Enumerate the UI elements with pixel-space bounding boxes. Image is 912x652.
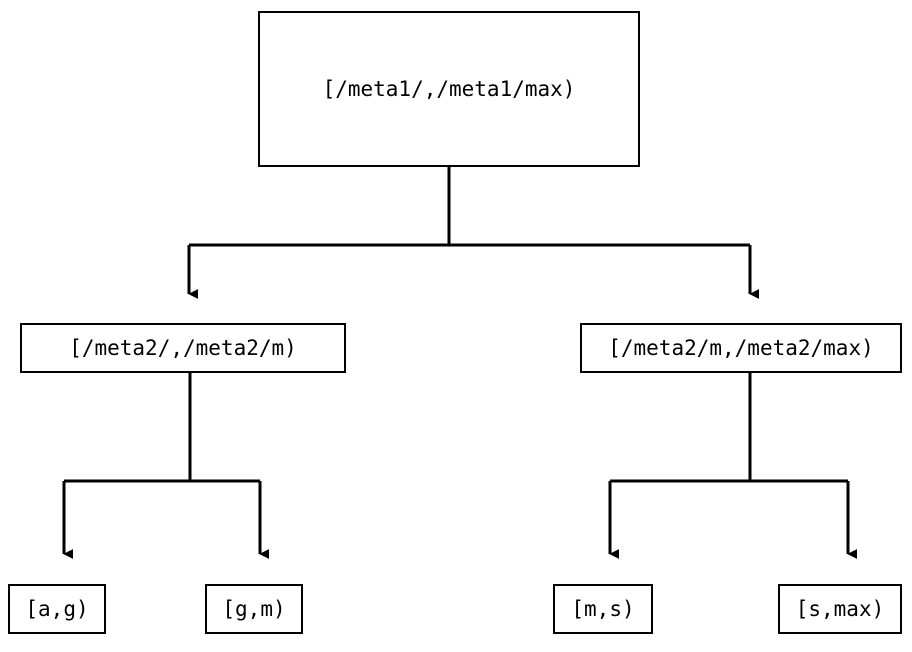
tree-node-root-label: [/meta1/,/meta1/max) xyxy=(322,76,576,101)
tree-node-leaf-a-g[interactable]: [a,g) xyxy=(8,584,106,634)
tree-node-leaf-s-max-label: [s,max) xyxy=(795,596,885,621)
edge-midright-to-leaves-group xyxy=(608,373,858,559)
tree-node-mid-right-label: [/meta2/m,/meta2/max) xyxy=(608,335,874,360)
tree-node-root[interactable]: [/meta1/,/meta1/max) xyxy=(258,11,640,167)
tree-node-leaf-m-s-label: [m,s) xyxy=(571,596,635,621)
tree-node-leaf-a-g-label: [a,g) xyxy=(25,596,89,621)
tree-node-mid-right[interactable]: [/meta2/m,/meta2/max) xyxy=(580,323,902,373)
edge-root-to-mid-group xyxy=(187,167,760,299)
tree-node-mid-left[interactable]: [/meta2/,/meta2/m) xyxy=(20,323,346,373)
tree-node-leaf-s-max[interactable]: [s,max) xyxy=(778,584,902,634)
tree-node-leaf-m-s[interactable]: [m,s) xyxy=(553,584,653,634)
tree-node-mid-left-label: [/meta2/,/meta2/m) xyxy=(69,335,297,360)
tree-node-leaf-g-m[interactable]: [g,m) xyxy=(205,584,303,634)
tree-node-leaf-g-m-label: [g,m) xyxy=(222,596,286,621)
edge-midleft-to-leaves-group xyxy=(62,373,270,559)
